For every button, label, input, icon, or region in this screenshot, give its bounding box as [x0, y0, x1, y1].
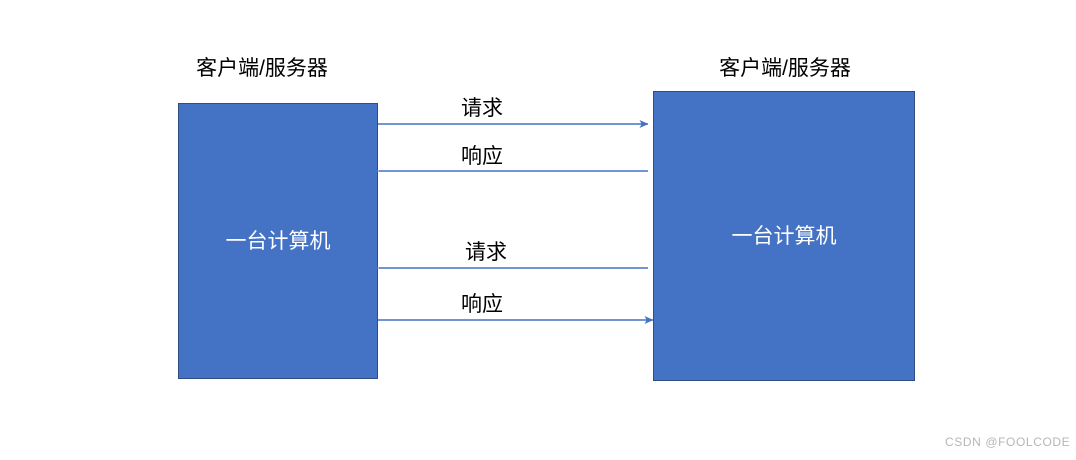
edge-4-label: 响应 — [461, 293, 503, 316]
edge-3-label: 请求 — [465, 241, 507, 264]
right-node-box-label: 一台计算机 — [731, 224, 837, 248]
right-node-title: 客户端/服务器 — [719, 57, 851, 80]
edge-2-label: 响应 — [461, 145, 503, 168]
edge-1-label: 请求 — [461, 97, 503, 120]
watermark-text: CSDN @FOOLCODE — [945, 435, 1071, 449]
right-node-box[interactable]: 一台计算机 — [653, 91, 915, 381]
left-node-box-label: 一台计算机 — [225, 229, 331, 253]
left-node-box[interactable]: 一台计算机 — [178, 103, 378, 379]
left-node-title: 客户端/服务器 — [196, 57, 328, 80]
